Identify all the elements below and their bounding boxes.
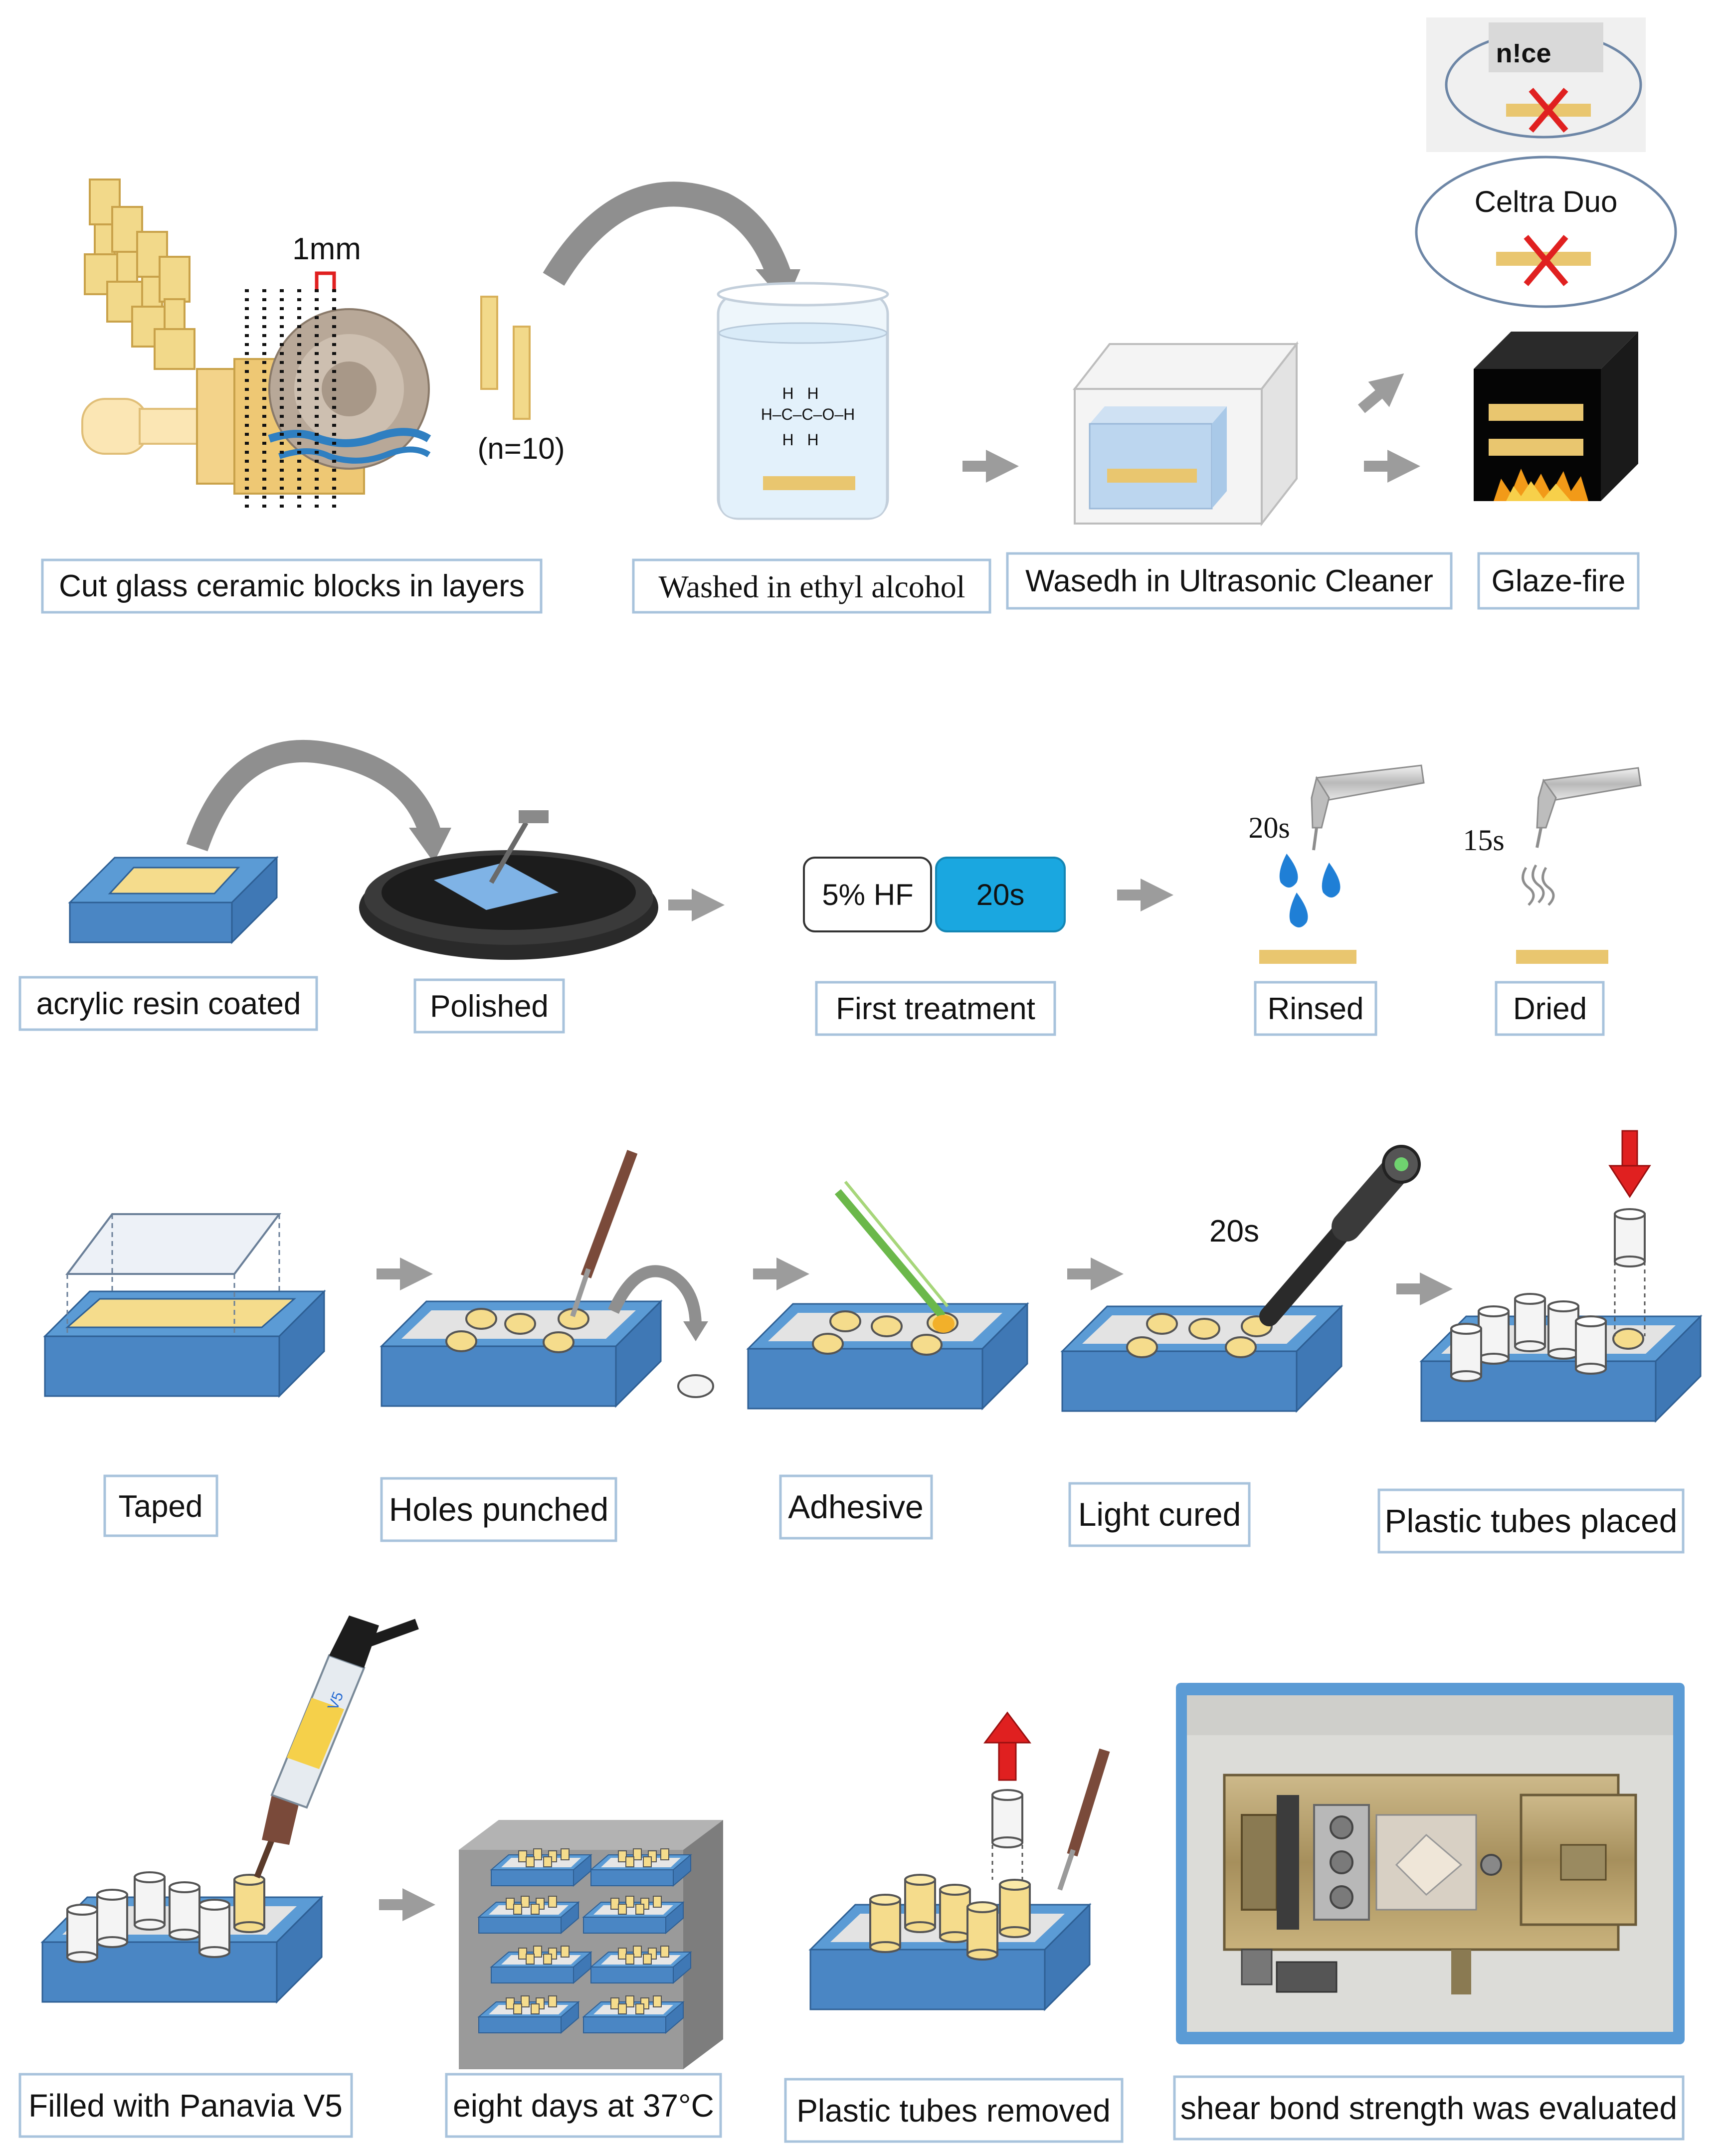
label-box bbox=[1254, 981, 1377, 1036]
curved-arrow-icon bbox=[608, 1265, 702, 1327]
brand-nice: n!ce bbox=[1496, 38, 1551, 68]
label-box bbox=[18, 2073, 353, 2138]
label-shear: shear bond strength was evaluated bbox=[1180, 2090, 1677, 2126]
cure-time: 20s bbox=[1209, 1214, 1259, 1249]
taped-block-icon bbox=[44, 1290, 325, 1397]
celtra-ellipse bbox=[1415, 156, 1677, 308]
label-box bbox=[380, 1477, 617, 1542]
air-syringe-icon bbox=[1536, 767, 1642, 848]
cross-icon bbox=[1524, 235, 1568, 286]
label-box bbox=[41, 558, 543, 614]
up-arrow-icon bbox=[983, 1711, 1031, 1781]
label-box bbox=[1173, 2075, 1685, 2141]
incubator-icon bbox=[459, 1820, 723, 2069]
dimension-label: 1mm bbox=[292, 232, 361, 266]
removed-disk bbox=[677, 1374, 714, 1398]
label-glaze: Glaze-fire bbox=[1492, 564, 1626, 598]
label-box bbox=[445, 2073, 722, 2138]
label-tubes-removed: Plastic tubes removed bbox=[796, 2093, 1111, 2129]
acrylic-block-icon bbox=[68, 856, 279, 944]
filled-block-icon bbox=[41, 1871, 323, 2003]
down-arrow-icon bbox=[1608, 1130, 1651, 1198]
scalpel-icon bbox=[570, 1150, 638, 1317]
tubes-block-icon bbox=[1420, 1293, 1702, 1422]
hf-time-box bbox=[935, 857, 1066, 932]
rinsed-specimen bbox=[1259, 950, 1356, 964]
water-syringe-icon bbox=[1311, 764, 1425, 851]
milling-blocks-illustration bbox=[81, 179, 431, 514]
arrow-icon bbox=[1357, 373, 1404, 413]
label-box bbox=[1377, 1488, 1685, 1554]
specimen-pair bbox=[480, 296, 531, 420]
curved-arrow-icon bbox=[186, 740, 442, 852]
label-box bbox=[784, 2078, 1124, 2143]
label-box bbox=[632, 558, 991, 614]
svg-text:H: H bbox=[807, 431, 818, 449]
plastic-tube-icon bbox=[1614, 1208, 1646, 1267]
label-light: Light cured bbox=[1078, 1496, 1241, 1533]
cross-icon bbox=[1529, 88, 1568, 133]
punched-block-icon bbox=[381, 1300, 662, 1407]
shear-test-photo bbox=[1176, 1683, 1685, 2044]
brand-celtra: Celtra Duo bbox=[1475, 185, 1618, 218]
sample-count: (n=10) bbox=[477, 432, 565, 465]
label-box bbox=[103, 1474, 218, 1537]
label-box bbox=[1006, 552, 1453, 610]
label-box bbox=[18, 976, 318, 1031]
label-box bbox=[1477, 552, 1640, 610]
svg-text:H–C–C–O–H: H–C–C–O–H bbox=[761, 405, 855, 423]
tape-sheet-icon bbox=[65, 1213, 281, 1336]
label-cut: Cut glass ceramic blocks in layers bbox=[59, 569, 525, 603]
removal-scalpel-icon bbox=[1057, 1748, 1110, 1891]
plastic-tube-icon bbox=[991, 1789, 1023, 1848]
label-adhesive: Adhesive bbox=[788, 1488, 924, 1525]
label-ultrasonic: Wasedh in Ultrasonic Cleaner bbox=[1025, 564, 1433, 598]
microbrush-icon bbox=[834, 1181, 955, 1333]
cured-block-icon bbox=[1061, 1305, 1343, 1412]
label-box bbox=[1495, 981, 1605, 1036]
hf-time: 20s bbox=[976, 878, 1025, 911]
air-flow-icon bbox=[1522, 864, 1555, 906]
ethanol-formula: H H H–C–C–O–H H H bbox=[761, 384, 855, 449]
beaker-icon bbox=[717, 282, 889, 520]
curved-arrow-icon bbox=[543, 181, 792, 286]
label-taped: Taped bbox=[119, 1489, 203, 1524]
label-eight-days: eight days at 37°C bbox=[453, 2088, 714, 2124]
label-acrylic: acrylic resin coated bbox=[36, 987, 301, 1021]
label-filled: Filled with Panavia V5 bbox=[28, 2088, 343, 2124]
label-tubes-placed: Plastic tubes placed bbox=[1384, 1502, 1677, 1539]
svg-text:H: H bbox=[782, 431, 793, 449]
label-rinsed: Rinsed bbox=[1268, 992, 1364, 1026]
curing-light-icon bbox=[1259, 1145, 1421, 1326]
label-box bbox=[779, 1474, 933, 1540]
label-dried: Dried bbox=[1513, 992, 1587, 1026]
label-holes: Holes punched bbox=[389, 1491, 608, 1528]
label-first: First treatment bbox=[836, 992, 1035, 1026]
removed-tubes-block-icon bbox=[809, 1874, 1091, 2010]
furnace-icon bbox=[1474, 332, 1638, 501]
polishing-wheel-icon bbox=[359, 810, 658, 960]
svg-text:H: H bbox=[807, 384, 818, 402]
adhesive-block-icon bbox=[747, 1303, 1028, 1410]
label-box bbox=[815, 981, 1056, 1036]
ultrasonic-cleaner-icon bbox=[1072, 341, 1299, 527]
water-drops-icon bbox=[1279, 854, 1341, 927]
label-washed-alcohol: Washed in ethyl alcohol bbox=[658, 569, 965, 604]
nice-tag bbox=[1489, 22, 1603, 72]
hf-box bbox=[803, 857, 932, 932]
label-box bbox=[413, 978, 565, 1034]
label-polished: Polished bbox=[430, 989, 549, 1024]
label-box bbox=[1068, 1482, 1251, 1547]
syringe-icon bbox=[254, 1616, 419, 1879]
hf-label: 5% HF bbox=[822, 878, 913, 911]
rinse-time: 20s bbox=[1248, 811, 1290, 844]
svg-text:H: H bbox=[782, 384, 793, 402]
dried-specimen bbox=[1516, 950, 1608, 964]
dry-time: 15s bbox=[1463, 824, 1504, 857]
